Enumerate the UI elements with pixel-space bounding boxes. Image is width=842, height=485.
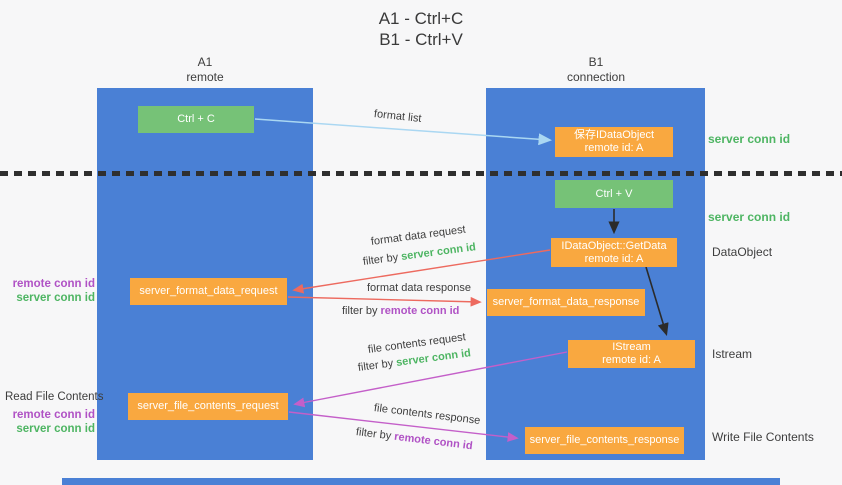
- filter-by-remote-conn-id-label-2: filter by remote conn id: [355, 426, 473, 452]
- arrow-format-data-response: [287, 296, 482, 307]
- istream-side-label: Istream: [712, 347, 753, 361]
- dataobject-side-label: DataObject: [712, 245, 773, 259]
- filter-by-text: filter by: [355, 426, 392, 443]
- idataobject-getdata-box: IDataObject::GetData remote id: A: [551, 238, 677, 267]
- save-idataobject-box: 保存IDataObject remote id: A: [555, 127, 673, 157]
- getdata-title: IDataObject::GetData: [561, 239, 667, 252]
- getdata-remote-id: remote id: A: [584, 252, 644, 265]
- istream-remote-id: remote id: A: [602, 354, 661, 366]
- file-response-label: server_file_contents_response: [529, 434, 680, 446]
- file-contents-response-label: file contents response: [373, 402, 481, 427]
- server-conn-id-side-label-2: server conn id: [16, 423, 95, 435]
- separator-dotted-line: [0, 171, 842, 176]
- save-idataobject-remote-id: remote id: A: [584, 142, 644, 154]
- read-file-contents-label: Read File Contents: [5, 391, 104, 403]
- file-request-label: server_file_contents_request: [137, 400, 279, 412]
- remote-conn-id-text: remote conn id: [380, 305, 460, 317]
- lane-a1-subtitle: remote: [186, 70, 224, 84]
- bottom-blue-strip: [62, 478, 780, 485]
- remote-conn-id-text: remote conn id: [393, 430, 474, 453]
- title-line-2: B1 - Ctrl+V: [379, 30, 463, 49]
- server-conn-id-side-label-4: server conn id: [708, 210, 791, 224]
- server-conn-id-side-label-3: server conn id: [708, 132, 791, 146]
- lane-b1-subtitle: connection: [566, 70, 626, 84]
- lane-a1-name: A1: [197, 55, 213, 69]
- filter-by-text: filter by: [342, 305, 378, 317]
- ctrl-c-label: Ctrl + C: [177, 113, 215, 125]
- filter-by-text: filter by: [362, 251, 399, 268]
- format-response-label: server_format_data_response: [492, 296, 640, 308]
- ctrl-v-label: Ctrl + V: [595, 187, 633, 200]
- istream-box: IStream remote id: A: [568, 340, 695, 368]
- remote-conn-id-side-label-1: remote conn id: [12, 278, 95, 290]
- filter-by-text: filter by: [357, 357, 394, 374]
- write-file-contents-label: Write File Contents: [712, 430, 814, 444]
- format-request-label: server_format_data_request: [139, 285, 278, 297]
- lane-header-a1: A1 remote: [145, 55, 265, 85]
- format-data-response-label: format data response: [367, 282, 471, 294]
- format-list-label: format list: [373, 108, 423, 125]
- server-format-data-request-box: server_format_data_request: [130, 278, 287, 305]
- server-conn-id-text: server conn id: [400, 241, 477, 263]
- ctrl-v-box: Ctrl + V: [555, 180, 673, 208]
- server-file-contents-request-box: server_file_contents_request: [128, 393, 288, 420]
- filter-by-remote-conn-id-label-1: filter by remote conn id: [342, 305, 459, 317]
- ctrl-c-box: Ctrl + C: [138, 106, 254, 133]
- server-file-contents-response-box: server_file_contents_response: [525, 427, 684, 454]
- lane-b1-name: B1: [588, 55, 604, 69]
- remote-conn-id-side-label-2: remote conn id: [12, 409, 95, 421]
- save-idataobject-title: 保存IDataObject: [573, 129, 655, 141]
- diagram-title: A1 - Ctrl+C B1 - Ctrl+V: [281, 8, 561, 50]
- server-format-data-response-box: server_format_data_response: [487, 289, 645, 316]
- lane-header-b1: B1 connection: [536, 55, 656, 85]
- title-line-1: A1 - Ctrl+C: [378, 9, 464, 28]
- istream-title: IStream: [612, 341, 651, 353]
- server-conn-id-side-label-1: server conn id: [16, 292, 95, 304]
